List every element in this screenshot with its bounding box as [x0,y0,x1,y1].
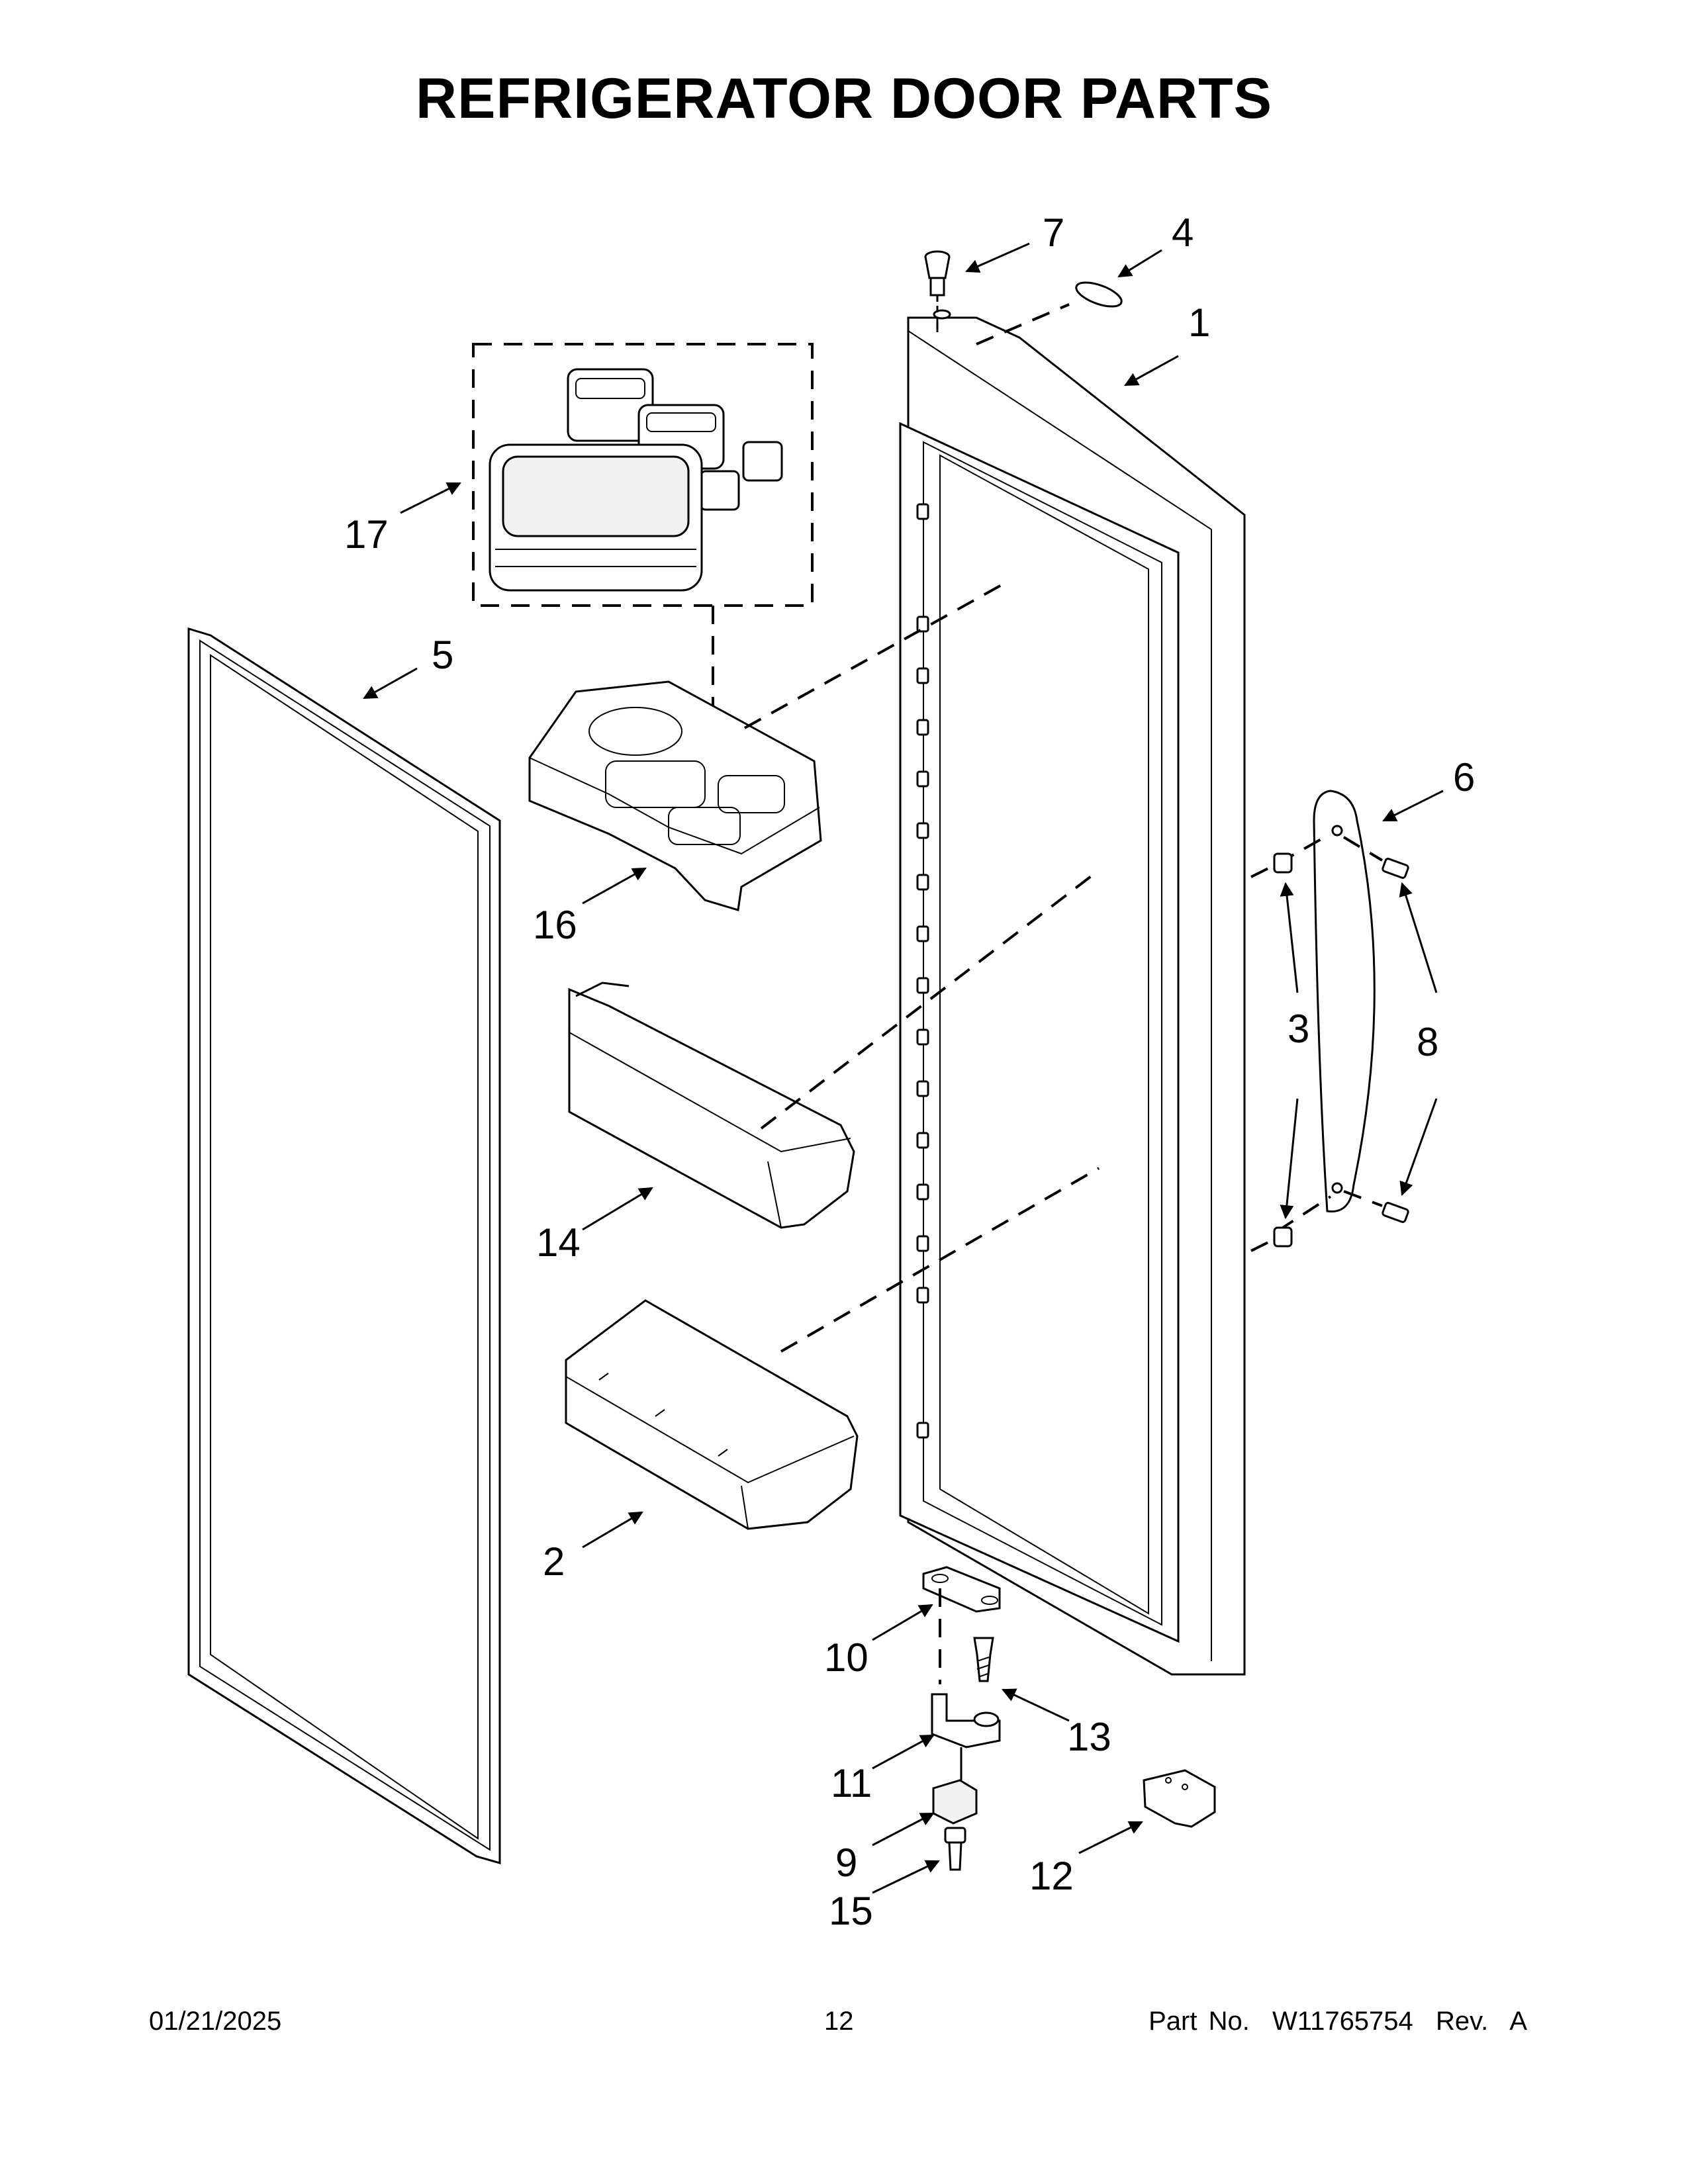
part-1-door-liner [899,309,1246,1676]
callout-10: 10 [824,1635,868,1680]
callout-8: 8 [1417,1020,1438,1064]
part-5-door-gasket [187,627,501,1864]
callout-15: 15 [829,1889,873,1933]
callout-16: 16 [533,903,577,947]
part-15-hinge-bolt [944,1827,966,1871]
callout-3: 3 [1288,1007,1309,1051]
part-2-large-door-bin [565,1167,1100,1530]
part-17-container-set [472,343,814,728]
callout-7: 7 [1043,210,1064,255]
callout-17: 17 [344,512,389,557]
part-16-divided-bin [528,581,1007,911]
part-3-handle-stud-pair [1273,852,1293,1248]
part-6-door-handle [1250,790,1376,1252]
callout-1: 1 [1188,300,1210,345]
callout-5: 5 [432,633,453,677]
callout-6: 6 [1453,755,1475,799]
footer-date: 01/21/2025 [149,2007,282,2036]
callout-4: 4 [1172,210,1194,255]
footer-part-number: Part No. W11765754 Rev. A [1149,2007,1527,2036]
callout-2: 2 [543,1539,565,1584]
callout-leader-arrows [363,242,1444,1894]
part-4-hinge-cap [976,281,1123,345]
part-7-pivot-pin [924,250,951,312]
callout-12: 12 [1029,1854,1074,1898]
part-14-door-bin [568,869,1100,1229]
part-13-hinge-screw [973,1637,994,1682]
part-8-set-screw-pair [1342,836,1409,1223]
page-title: REFRIGERATOR DOOR PARTS [416,67,1272,130]
part-12-hinge-cover [1143,1769,1216,1828]
callout-11: 11 [831,1761,872,1805]
part-11-hinge-bracket [931,1693,1001,1780]
callout-9: 9 [835,1841,857,1885]
liner-shelf-tabs [916,503,929,1439]
footer-page-number: 12 [824,2007,854,2036]
callout-14: 14 [536,1220,581,1265]
part-9-hinge-bushing [932,1779,978,1825]
callout-13: 13 [1067,1715,1111,1759]
part-10-hinge-plate [922,1566,1001,1684]
